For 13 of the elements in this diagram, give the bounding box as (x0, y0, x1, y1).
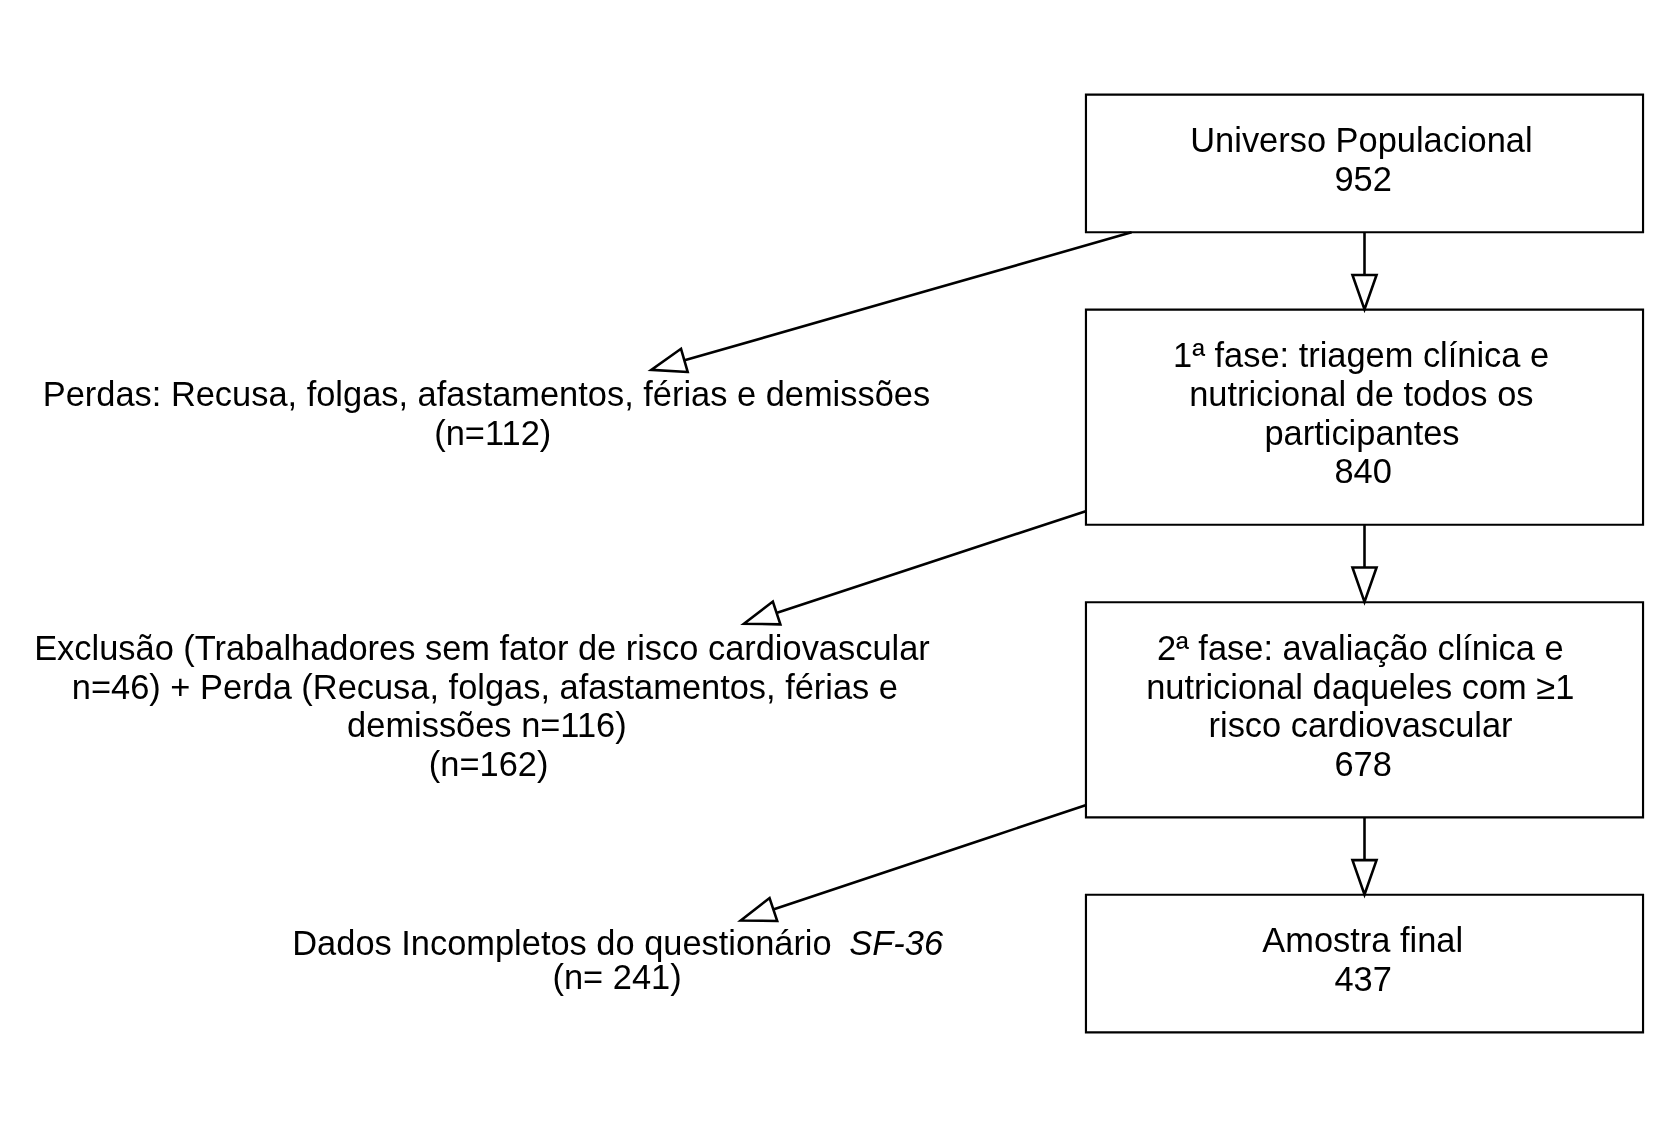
arrow (1350, 817, 1379, 898)
node-box: 2ª fase: avaliação clínica e nutricional daqueles com ≥1 risco cardiovascular 678 (1084, 600, 1645, 818)
arrow (737, 803, 1086, 922)
node-box: Amostra final 437 (1084, 893, 1645, 1033)
arrow (1350, 524, 1379, 606)
node-box: 1ª fase: triagem clínica e nutricional de todos os participantes 840 (1084, 308, 1645, 526)
node-text: Dados Incompletos do questionário SF-36 (n= 241) (292, 923, 944, 996)
arrow (1350, 231, 1379, 313)
node-text: Exclusão (Trabalhadores sem fator de risco cardiovascular n=46) + Perda (Recusa, folgas, afastamentos, férias e demissões n=116) (n=162) (34, 628, 930, 783)
node-box: Universo Populacional 952 (1084, 93, 1645, 233)
arrow (740, 509, 1087, 626)
arrow (647, 230, 1132, 373)
node-text: Perdas: Recusa, folgas, afastamentos, férias e demissões (n=112) (42, 374, 931, 452)
